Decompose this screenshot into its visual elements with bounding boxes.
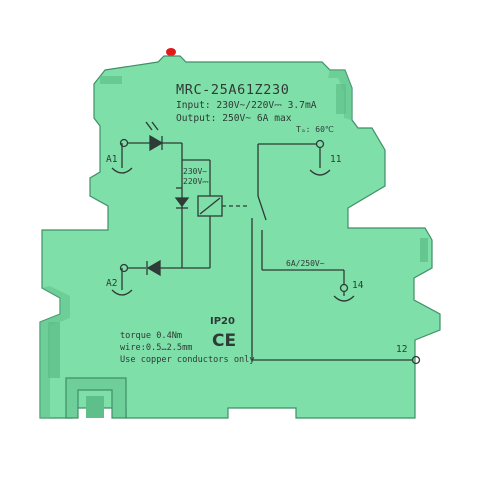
top-clip-right bbox=[336, 84, 346, 114]
torque-spec: torque 0.4Nm bbox=[120, 331, 182, 341]
coil-voltage-dc: 220V⎓ bbox=[183, 177, 209, 186]
ip-rating: IP20 bbox=[210, 316, 235, 327]
output-spec: Output: 250V~ 6A max bbox=[176, 113, 292, 124]
side-slot-left bbox=[48, 322, 60, 378]
circuit-schematic bbox=[111, 121, 421, 365]
side-slot-right bbox=[420, 238, 428, 262]
wire-spec: wire:0.5…2.5mm bbox=[120, 343, 192, 353]
terminal-a1-label: A1 bbox=[106, 154, 118, 165]
housing-shade-left bbox=[40, 286, 70, 418]
din-rail-clip bbox=[65, 377, 127, 419]
relay-housing bbox=[39, 55, 441, 419]
temperature-rating: Tₐ: 60℃ bbox=[296, 125, 334, 134]
model-number: MRC-25A61Z230 bbox=[176, 82, 289, 98]
input-spec: Input: 230V~/220V⎓ 3.7mA bbox=[176, 100, 317, 111]
din-rail-clip-slot bbox=[86, 396, 104, 418]
coil-voltage-ac: 230V~ bbox=[183, 167, 207, 176]
top-clip-left bbox=[100, 76, 122, 84]
terminal-11-label: 11 bbox=[330, 154, 342, 165]
led-indicator bbox=[166, 48, 176, 56]
terminal-a2-label: A2 bbox=[106, 278, 117, 289]
terminal-14-label: 14 bbox=[352, 280, 364, 291]
copper-note: Use copper conductors only bbox=[120, 355, 255, 365]
contact-rating: 6A/250V~ bbox=[286, 259, 325, 268]
terminal-12-label: 12 bbox=[396, 344, 407, 355]
ce-mark-icon: CE bbox=[212, 331, 236, 351]
